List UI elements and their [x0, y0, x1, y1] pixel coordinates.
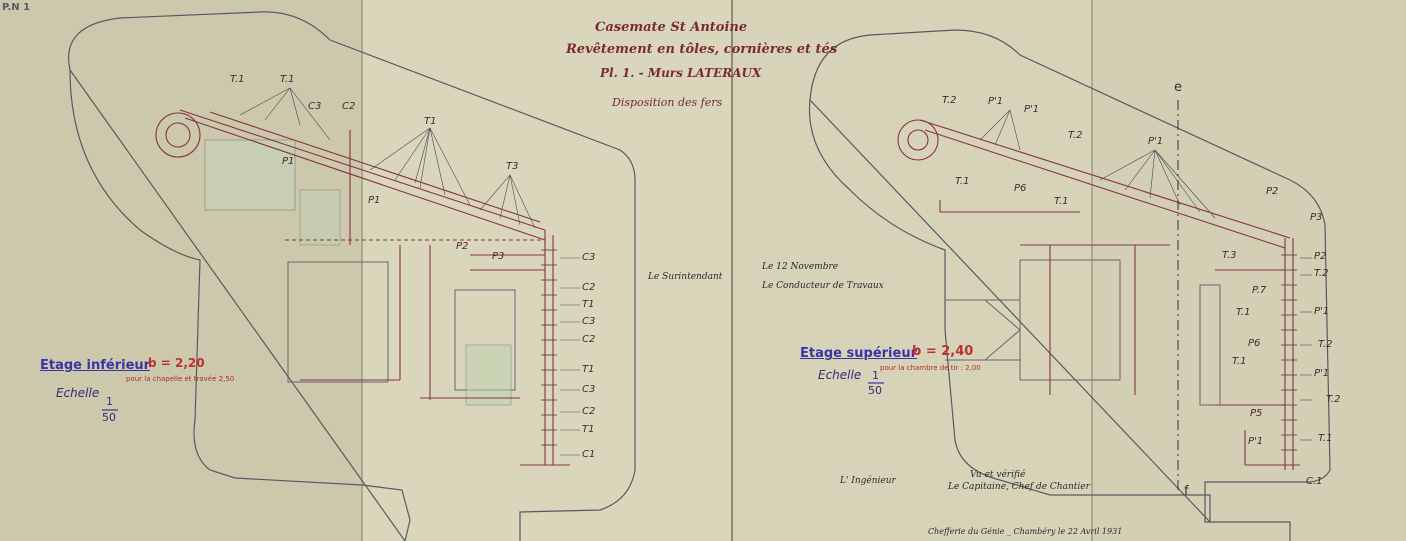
left-label-5: T1 [424, 116, 437, 127]
left-label-19: C1 [582, 449, 596, 460]
section-mark-e: e [1174, 80, 1182, 95]
left-scale-label: Echelle [56, 386, 100, 400]
left-label-13: C3 [582, 316, 596, 327]
right-label-19: P'1 [1314, 368, 1330, 379]
side-note: Le Surintendant [648, 272, 723, 282]
right-label-23: T.1 [1318, 433, 1333, 444]
right-label-10: P2 [1314, 251, 1327, 262]
engineer-label: L' Ingénieur [840, 476, 896, 486]
left-label-10: C3 [582, 252, 596, 263]
right-label-9: P3 [1310, 212, 1323, 223]
right-label-21: P5 [1250, 408, 1263, 419]
right-level-note: pour la chambre de tir : 2,00 [880, 364, 981, 372]
left-label-11: C2 [582, 282, 596, 293]
right-label-17: T.2 [1318, 339, 1333, 350]
left-label-0: T.1 [230, 74, 245, 85]
left-label-17: C2 [582, 406, 596, 417]
left-level-note: pour la chapelle et travée 2,50 [126, 375, 235, 383]
left-label-12: T1 [582, 299, 595, 310]
right-label-5: T.1 [955, 176, 970, 187]
title-line-3: Pl. 1. - Murs LATERAUX [600, 66, 762, 80]
footer-line: Chefferie du Génie _ Chambéry le 22 Avri… [928, 527, 1123, 536]
left-level-value: b = 2,20 [148, 356, 205, 370]
right-scale-num: 1 [872, 369, 879, 382]
title-line-2: Revêtement en tôles, cornières et tés [566, 42, 838, 57]
left-outer-outline [68, 11, 636, 541]
right-label-6: T.1 [1054, 196, 1069, 207]
right-label-4: P6 [1014, 183, 1027, 194]
left-label-9: P3 [492, 251, 505, 262]
right-label-13: P.7 [1252, 285, 1267, 296]
right-label-15: P'1 [1314, 306, 1330, 317]
paper-panel-1 [0, 0, 362, 541]
conductor-line: Le Conducteur de Travaux [762, 281, 884, 291]
right-label-22: P'1 [1248, 436, 1264, 447]
section-mark-f: f [1184, 484, 1189, 499]
left-label-14: C2 [582, 334, 596, 345]
right-label-20: T.2 [1326, 394, 1341, 405]
left-label-15: T1 [582, 364, 595, 375]
title-line-4: Disposition des fers [612, 96, 723, 109]
right-label-11: T.2 [1314, 268, 1329, 279]
left-label-3: C2 [342, 101, 356, 112]
left-label-2: C3 [308, 101, 322, 112]
left-label-18: T1 [582, 424, 595, 435]
left-label-1: T.1 [280, 74, 295, 85]
right-label-24: C.1 [1306, 476, 1323, 487]
right-level-label: Etage supérieur [800, 346, 917, 361]
right-outer-outline [808, 29, 1331, 541]
left-scale-num: 1 [106, 395, 113, 408]
right-label-3: T.2 [1068, 130, 1083, 141]
corner-mark: P.N 1 [2, 2, 31, 13]
verified-label: Vu et vérifié [970, 470, 1026, 480]
right-label-1: P'1 [988, 96, 1004, 107]
right-label-8: P2 [1266, 186, 1279, 197]
title-line-1: Casemate St Antoine [595, 20, 748, 35]
right-label-12: T.3 [1222, 250, 1237, 261]
paper-panel-3 [732, 0, 1092, 541]
captain-label: Le Capitaine, Chef de Chantier [948, 482, 1090, 492]
right-label-2: P'1 [1024, 104, 1040, 115]
right-label-7: P'1 [1148, 136, 1164, 147]
left-steel-lining [155, 109, 570, 466]
right-scale-den: 50 [868, 384, 882, 397]
left-level-label: Etage inférieur [40, 358, 151, 373]
right-label-16: P6 [1248, 338, 1261, 349]
left-label-7: T3 [506, 161, 519, 172]
right-label-14: T.1 [1236, 307, 1251, 318]
paper-panel-2 [362, 0, 732, 541]
left-label-8: P2 [456, 241, 469, 252]
right-label-0: T.2 [942, 95, 957, 106]
right-steel-lining [897, 119, 1300, 470]
right-label-18: T.1 [1232, 356, 1247, 367]
left-label-6: P1 [368, 195, 381, 206]
date-line: Le 12 Novembre [762, 262, 839, 272]
right-level-value: b = 2,40 [912, 344, 974, 359]
left-label-4: P1 [282, 156, 295, 167]
left-scale-den: 50 [102, 411, 116, 424]
right-scale-label: Echelle [818, 368, 862, 382]
left-label-16: C3 [582, 384, 596, 395]
